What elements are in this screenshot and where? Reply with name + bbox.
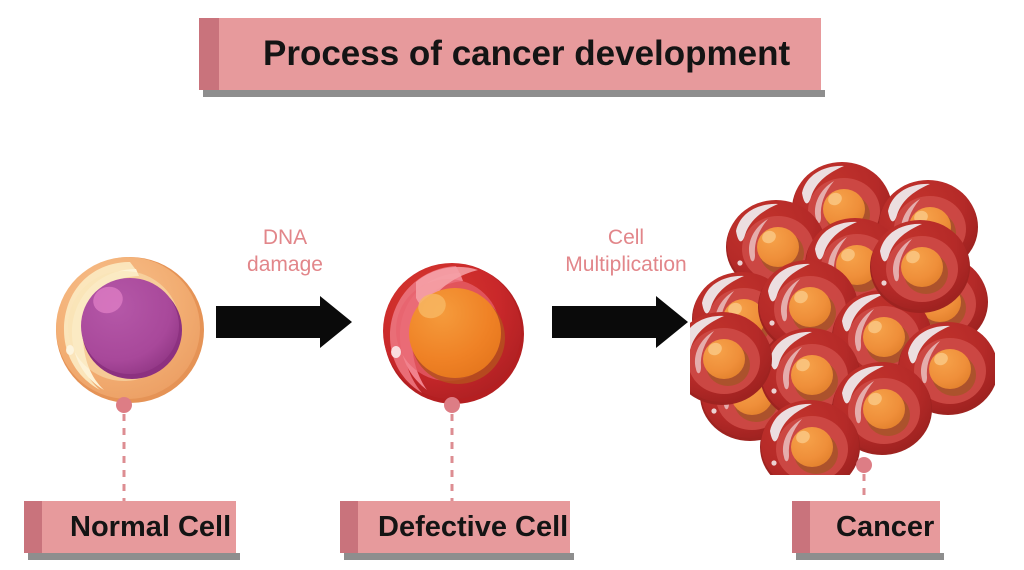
label-banner-cancer: Cancer xyxy=(792,501,944,560)
arrow-dna-damage xyxy=(216,296,352,353)
title-banner-shadow xyxy=(203,90,825,97)
title-banner: Process of cancer development xyxy=(199,18,825,97)
label-banner-shadow xyxy=(344,553,574,560)
label-banner-defective-cell: Defective Cell xyxy=(340,501,574,560)
label-banner-body: Normal Cell xyxy=(42,501,236,553)
label-banner-normal-cell: Normal Cell xyxy=(24,501,240,560)
label-banner-shadow xyxy=(28,553,240,560)
cancer-leader xyxy=(852,456,876,513)
defective-cell-icon xyxy=(370,248,538,421)
label-normal-cell: Normal Cell xyxy=(70,510,232,543)
label-banner-accent xyxy=(340,501,358,553)
cancer-cell-cluster-icon xyxy=(672,145,998,493)
title-banner-accent xyxy=(199,18,219,90)
label-banner-body: Cancer xyxy=(810,501,940,553)
defective-cell-leader xyxy=(440,396,464,511)
caption-dna-damage: DNA damage xyxy=(247,226,323,276)
caption-cell-multiplication: Cell Multiplication xyxy=(565,226,687,276)
label-banner-accent xyxy=(792,501,810,553)
page-title: Process of cancer development xyxy=(263,34,791,73)
label-banner-accent xyxy=(24,501,42,553)
label-defective-cell: Defective Cell xyxy=(378,510,569,543)
label-banner-body: Defective Cell xyxy=(358,501,570,553)
normal-cell-icon xyxy=(40,238,220,423)
title-banner-body: Process of cancer development xyxy=(219,18,821,90)
label-cancer: Cancer xyxy=(836,510,935,543)
normal-cell-leader xyxy=(112,396,136,511)
arrow-cell-multiplication xyxy=(552,296,688,353)
label-banner-shadow xyxy=(796,553,944,560)
